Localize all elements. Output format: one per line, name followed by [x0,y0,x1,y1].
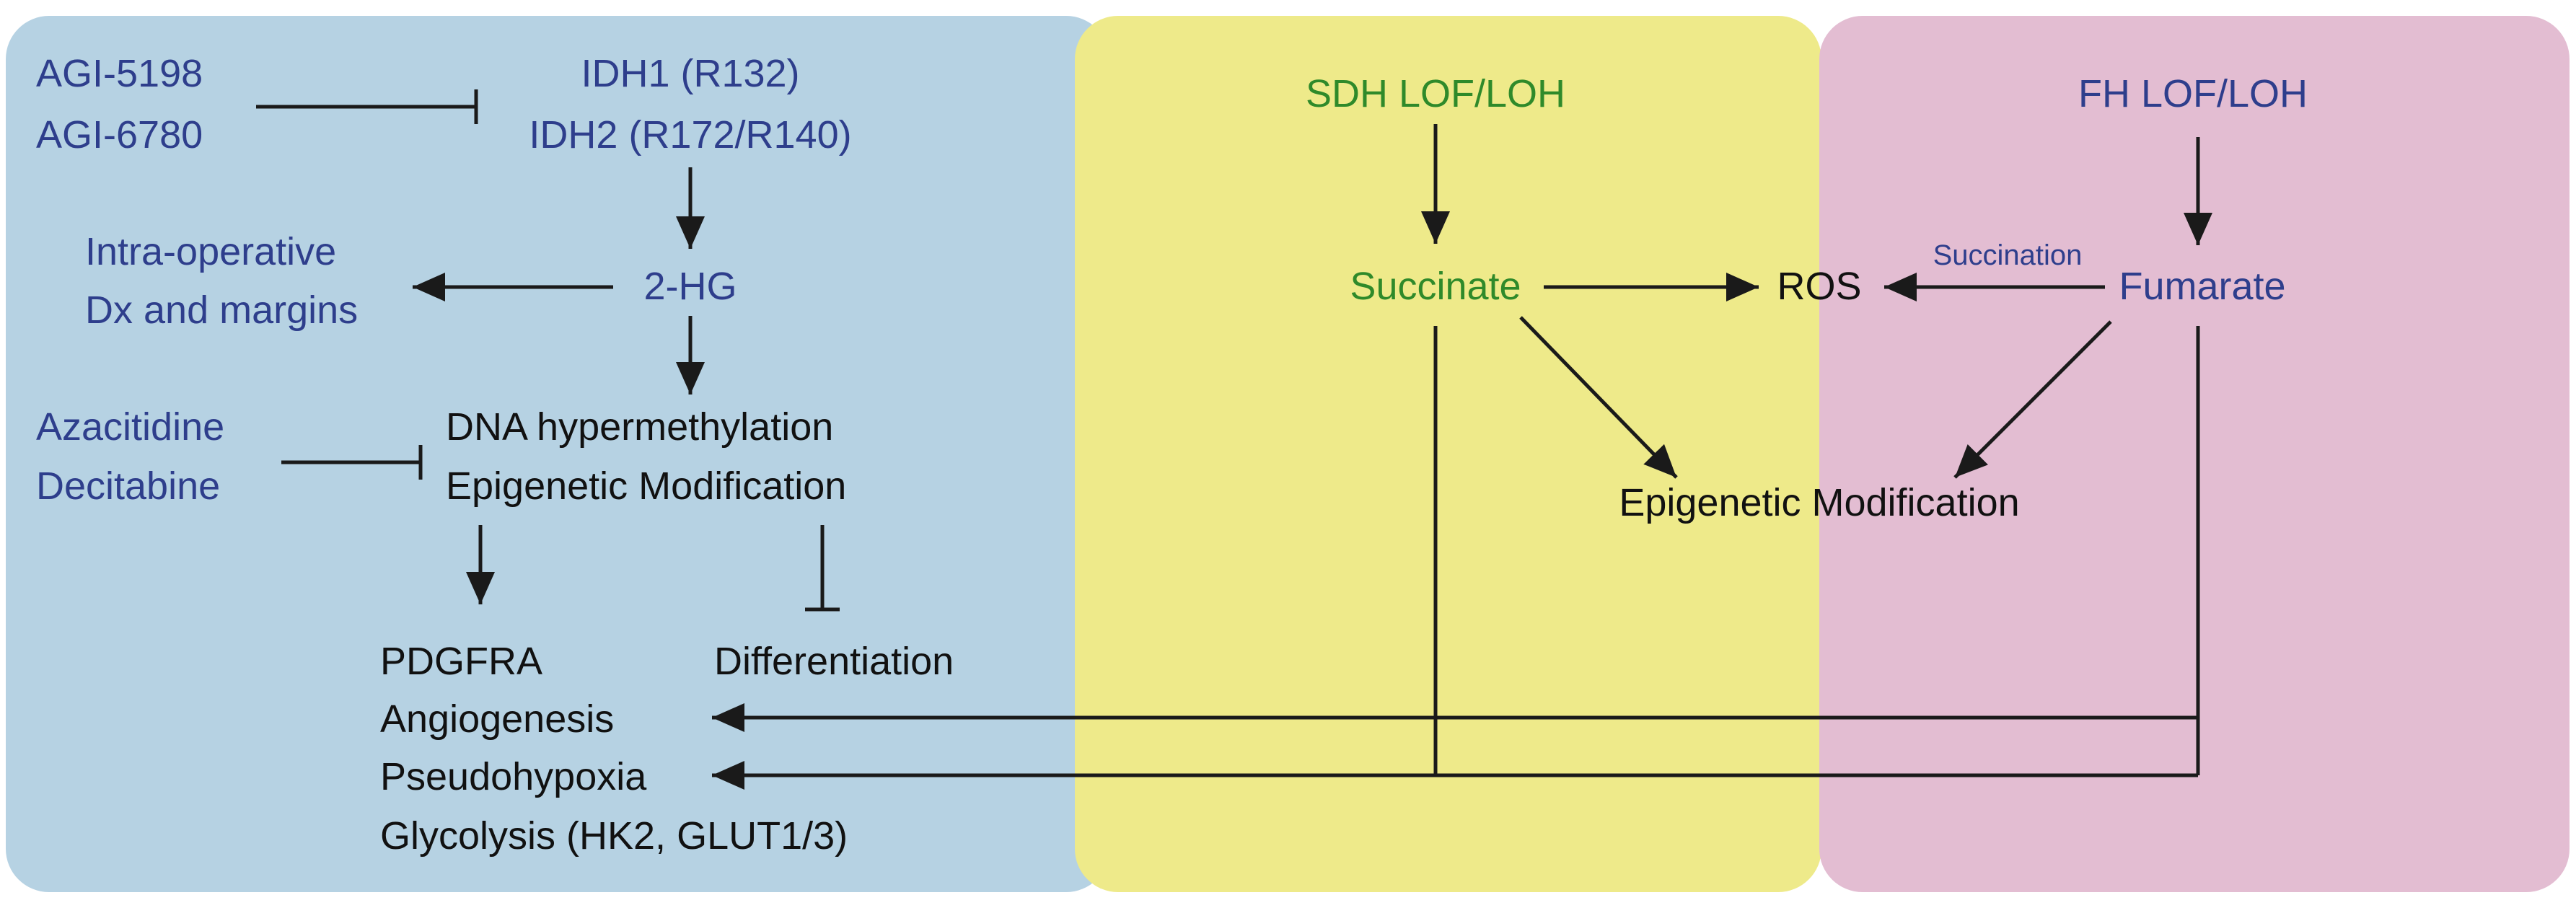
fh-label: FH LOF/LOH [2078,72,2308,115]
sdh-label: SDH LOF/LOH [1306,72,1565,115]
decitabine-label: Decitabine [36,464,220,508]
intraop-line1: Intra-operative [85,230,336,273]
azacitidine-label: Azacitidine [36,405,224,449]
pseudohypoxia-label: Pseudohypoxia [380,755,647,798]
differentiation-label: Differentiation [714,640,954,683]
ros-label: ROS [1777,265,1861,308]
idh1-label: IDH1 (R132) [581,52,799,95]
sdh-panel [1075,16,1821,892]
dna-hypermethylation-label: DNA hypermethylation [446,405,833,449]
idh-panel [6,16,1109,892]
fh-panel [1819,16,2570,892]
succinate-label: Succinate [1350,265,1521,308]
pdgfra-label: PDGFRA [380,640,542,683]
2hg-label: 2-HG [643,265,737,308]
idh2-label: IDH2 (R172/R140) [529,113,851,157]
sdh-epigenetic-label: Epigenetic Modification [1619,481,2019,524]
fumarate-label: Fumarate [2119,265,2285,308]
intraop-line2: Dx and margins [85,288,358,332]
glycolysis-label: Glycolysis (HK2, GLUT1/3) [380,814,848,858]
angiogenesis-label: Angiogenesis [380,697,614,741]
inhibitor-agi-5198: AGI-5198 [36,52,203,95]
inhibitor-agi-6780: AGI-6780 [36,113,203,157]
fumarate-to-epigenetic-arrow [1953,320,2112,479]
succination-label: Succination [1933,239,2083,271]
succinate-to-epigenetic-arrow [1519,316,1678,479]
idh-epigenetic-label: Epigenetic Modification [446,464,846,508]
